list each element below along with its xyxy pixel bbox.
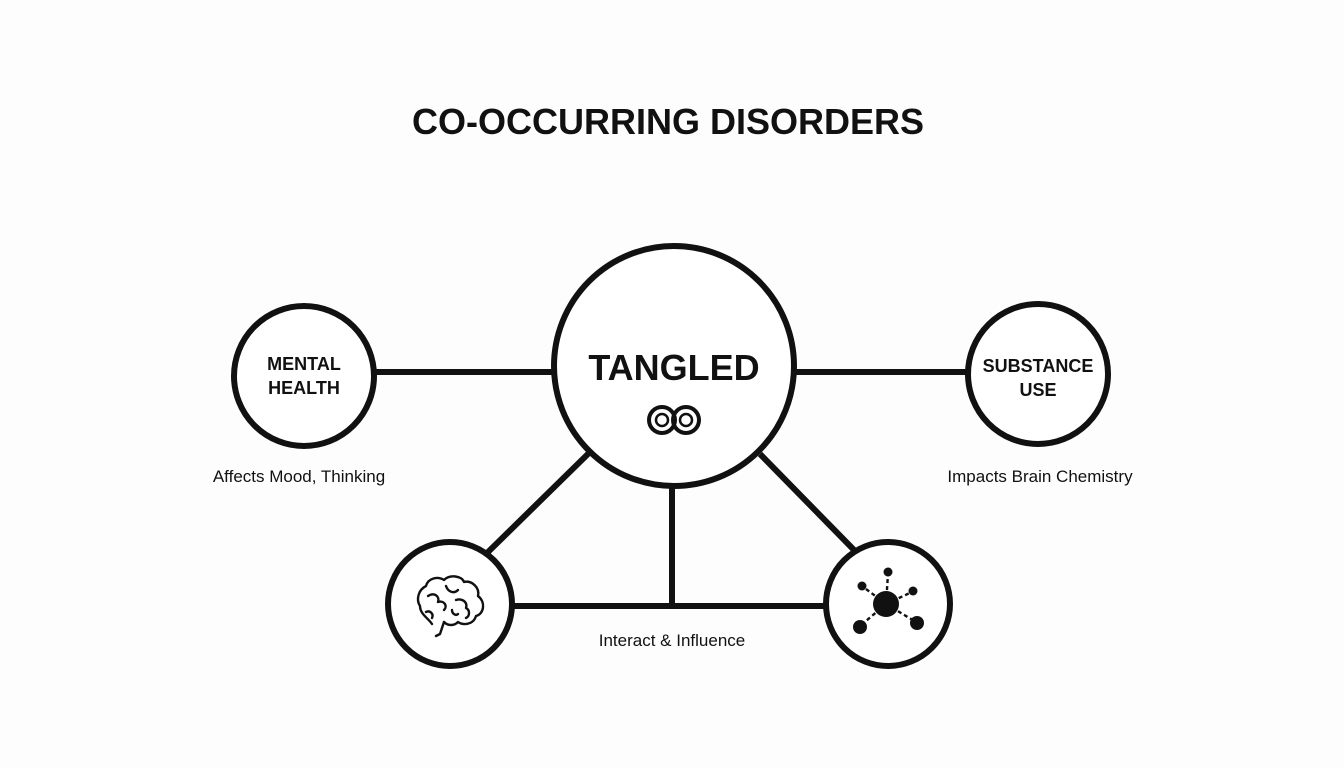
substance-use-circle (965, 301, 1111, 447)
tangled-label: TANGLED (588, 347, 759, 388)
node-tangled: TANGLED (551, 243, 797, 489)
molecule-icon (853, 567, 924, 634)
diagram-title: CO-OCCURRING DISORDERS (412, 101, 924, 142)
substance-use-label-line1: SUBSTANCE (983, 356, 1094, 376)
mental-health-label-line2: HEALTH (268, 378, 340, 398)
brain-icon (416, 575, 485, 638)
interaction-caption: Interact & Influence (599, 631, 745, 650)
brain-circle (385, 539, 515, 669)
mental-health-circle (231, 303, 377, 449)
node-mental-health: MENTAL HEALTH (231, 303, 377, 449)
tangled-circle (551, 243, 797, 489)
connectors (375, 369, 967, 609)
interlocked-rings-icon (647, 405, 701, 435)
node-brain (385, 539, 515, 669)
substance-use-label-line2: USE (1019, 380, 1056, 400)
mental-health-caption: Affects Mood, Thinking (213, 467, 385, 486)
substance-use-caption: Impacts Brain Chemistry (947, 467, 1133, 486)
node-molecule (823, 539, 953, 669)
connector-tangled-to-brain (483, 449, 593, 557)
node-substance-use: SUBSTANCE USE (965, 301, 1111, 447)
connector-tangled-to-molecule (757, 451, 859, 555)
mental-health-label-line1: MENTAL (267, 354, 341, 374)
